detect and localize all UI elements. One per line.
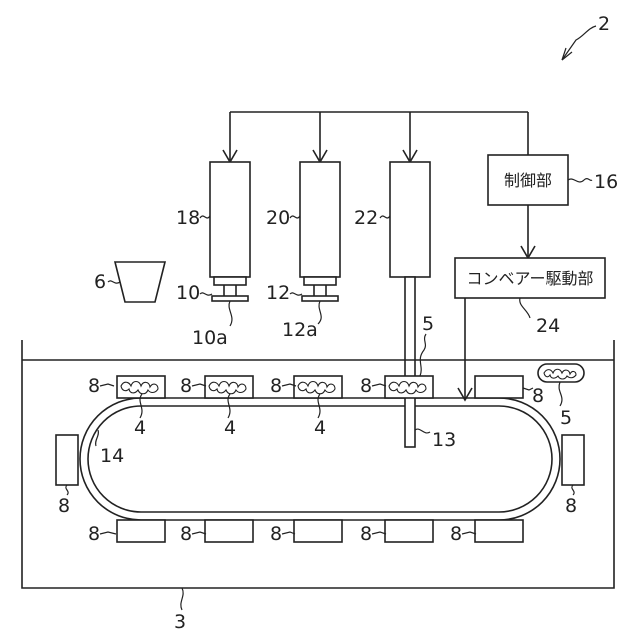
arrowhead-apparatus — [562, 48, 572, 60]
label-tool-a: 10 — [176, 282, 200, 304]
label-tray-top-3: 8 — [270, 375, 282, 397]
label-controller: 16 — [594, 171, 618, 193]
actuator-b — [300, 162, 340, 277]
label-tray-top-4: 8 — [360, 375, 372, 397]
label-tray-bottom-4: 8 — [360, 523, 372, 545]
leader-drive — [520, 298, 530, 318]
label-tray-top-5: 8 — [532, 385, 544, 407]
leader-tool-a — [200, 293, 212, 295]
tool-b-stem — [314, 285, 326, 296]
label-piece-5: 5 — [422, 313, 434, 335]
tray-bottom-5 — [475, 520, 523, 542]
label-apparatus: 2 — [598, 13, 610, 35]
label-conveyor: 14 — [100, 445, 124, 467]
label-tray-bottom-1: 8 — [88, 523, 100, 545]
label-act-c: 22 — [354, 207, 378, 229]
probe — [405, 395, 415, 447]
tray-bottom-4 — [385, 520, 433, 542]
leader-piece-floating — [559, 382, 562, 406]
leader-act-c — [380, 216, 390, 218]
tray-top-4 — [385, 376, 433, 398]
label-probe: 13 — [432, 429, 456, 451]
label-act-a: 18 — [176, 207, 200, 229]
leader-tank — [181, 588, 183, 610]
label-tool-a-sub: 10a — [192, 327, 228, 349]
drive-label: コンベアー駆動部 — [466, 269, 593, 288]
label-tray-bottom-5: 8 — [450, 523, 462, 545]
label-tray-top-2: 8 — [180, 375, 192, 397]
leader-act-a — [200, 216, 210, 218]
label-piece-3: 4 — [314, 417, 326, 439]
label-tray-bottom-3: 8 — [270, 523, 282, 545]
leader-probe — [415, 429, 430, 433]
leader-apparatus — [562, 26, 596, 60]
hopper — [115, 262, 165, 302]
label-drive: 24 — [536, 315, 560, 337]
tray-bottom-3 — [294, 520, 342, 542]
label-tool-b-sub: 12a — [282, 319, 318, 341]
tool-b-head — [304, 277, 336, 285]
tray-top-3 — [294, 376, 342, 398]
tool-a-stem — [224, 285, 236, 296]
label-piece-floating: 5 — [560, 407, 572, 429]
leader-tool-a-sub — [229, 301, 232, 326]
leader-act-b — [290, 216, 300, 218]
leader-tool-b — [290, 293, 302, 295]
piece-floating — [538, 364, 584, 382]
leader-hopper — [108, 281, 120, 283]
label-tank: 3 — [174, 611, 186, 633]
label-tray-left: 8 — [58, 495, 70, 517]
tool-a-plate — [212, 296, 248, 301]
leader-tool-b-sub — [318, 301, 321, 324]
tray-bottom-2 — [205, 520, 253, 542]
label-tray-right: 8 — [565, 495, 577, 517]
label-tool-b: 12 — [266, 282, 290, 304]
controller-label: 制御部 — [504, 171, 552, 190]
tool-b-plate — [302, 296, 338, 301]
label-hopper: 6 — [94, 271, 106, 293]
bus-drops — [223, 112, 528, 162]
leader-controller — [568, 179, 592, 182]
tray-left — [56, 435, 78, 495]
actuator-c-rod — [405, 277, 415, 377]
tray-top-5 — [475, 376, 523, 398]
label-piece-2: 4 — [224, 417, 236, 439]
tray-right — [562, 435, 584, 495]
label-piece-1: 4 — [134, 417, 146, 439]
actuator-c — [390, 162, 430, 277]
tool-a-head — [214, 277, 246, 285]
tray-bottom-1 — [117, 520, 165, 542]
label-act-b: 20 — [266, 207, 290, 229]
leader-piece-5 — [420, 334, 426, 376]
leader-conveyor — [96, 430, 99, 446]
label-tray-bottom-2: 8 — [180, 523, 192, 545]
actuator-a — [210, 162, 250, 277]
label-tray-top-1: 8 — [88, 375, 100, 397]
